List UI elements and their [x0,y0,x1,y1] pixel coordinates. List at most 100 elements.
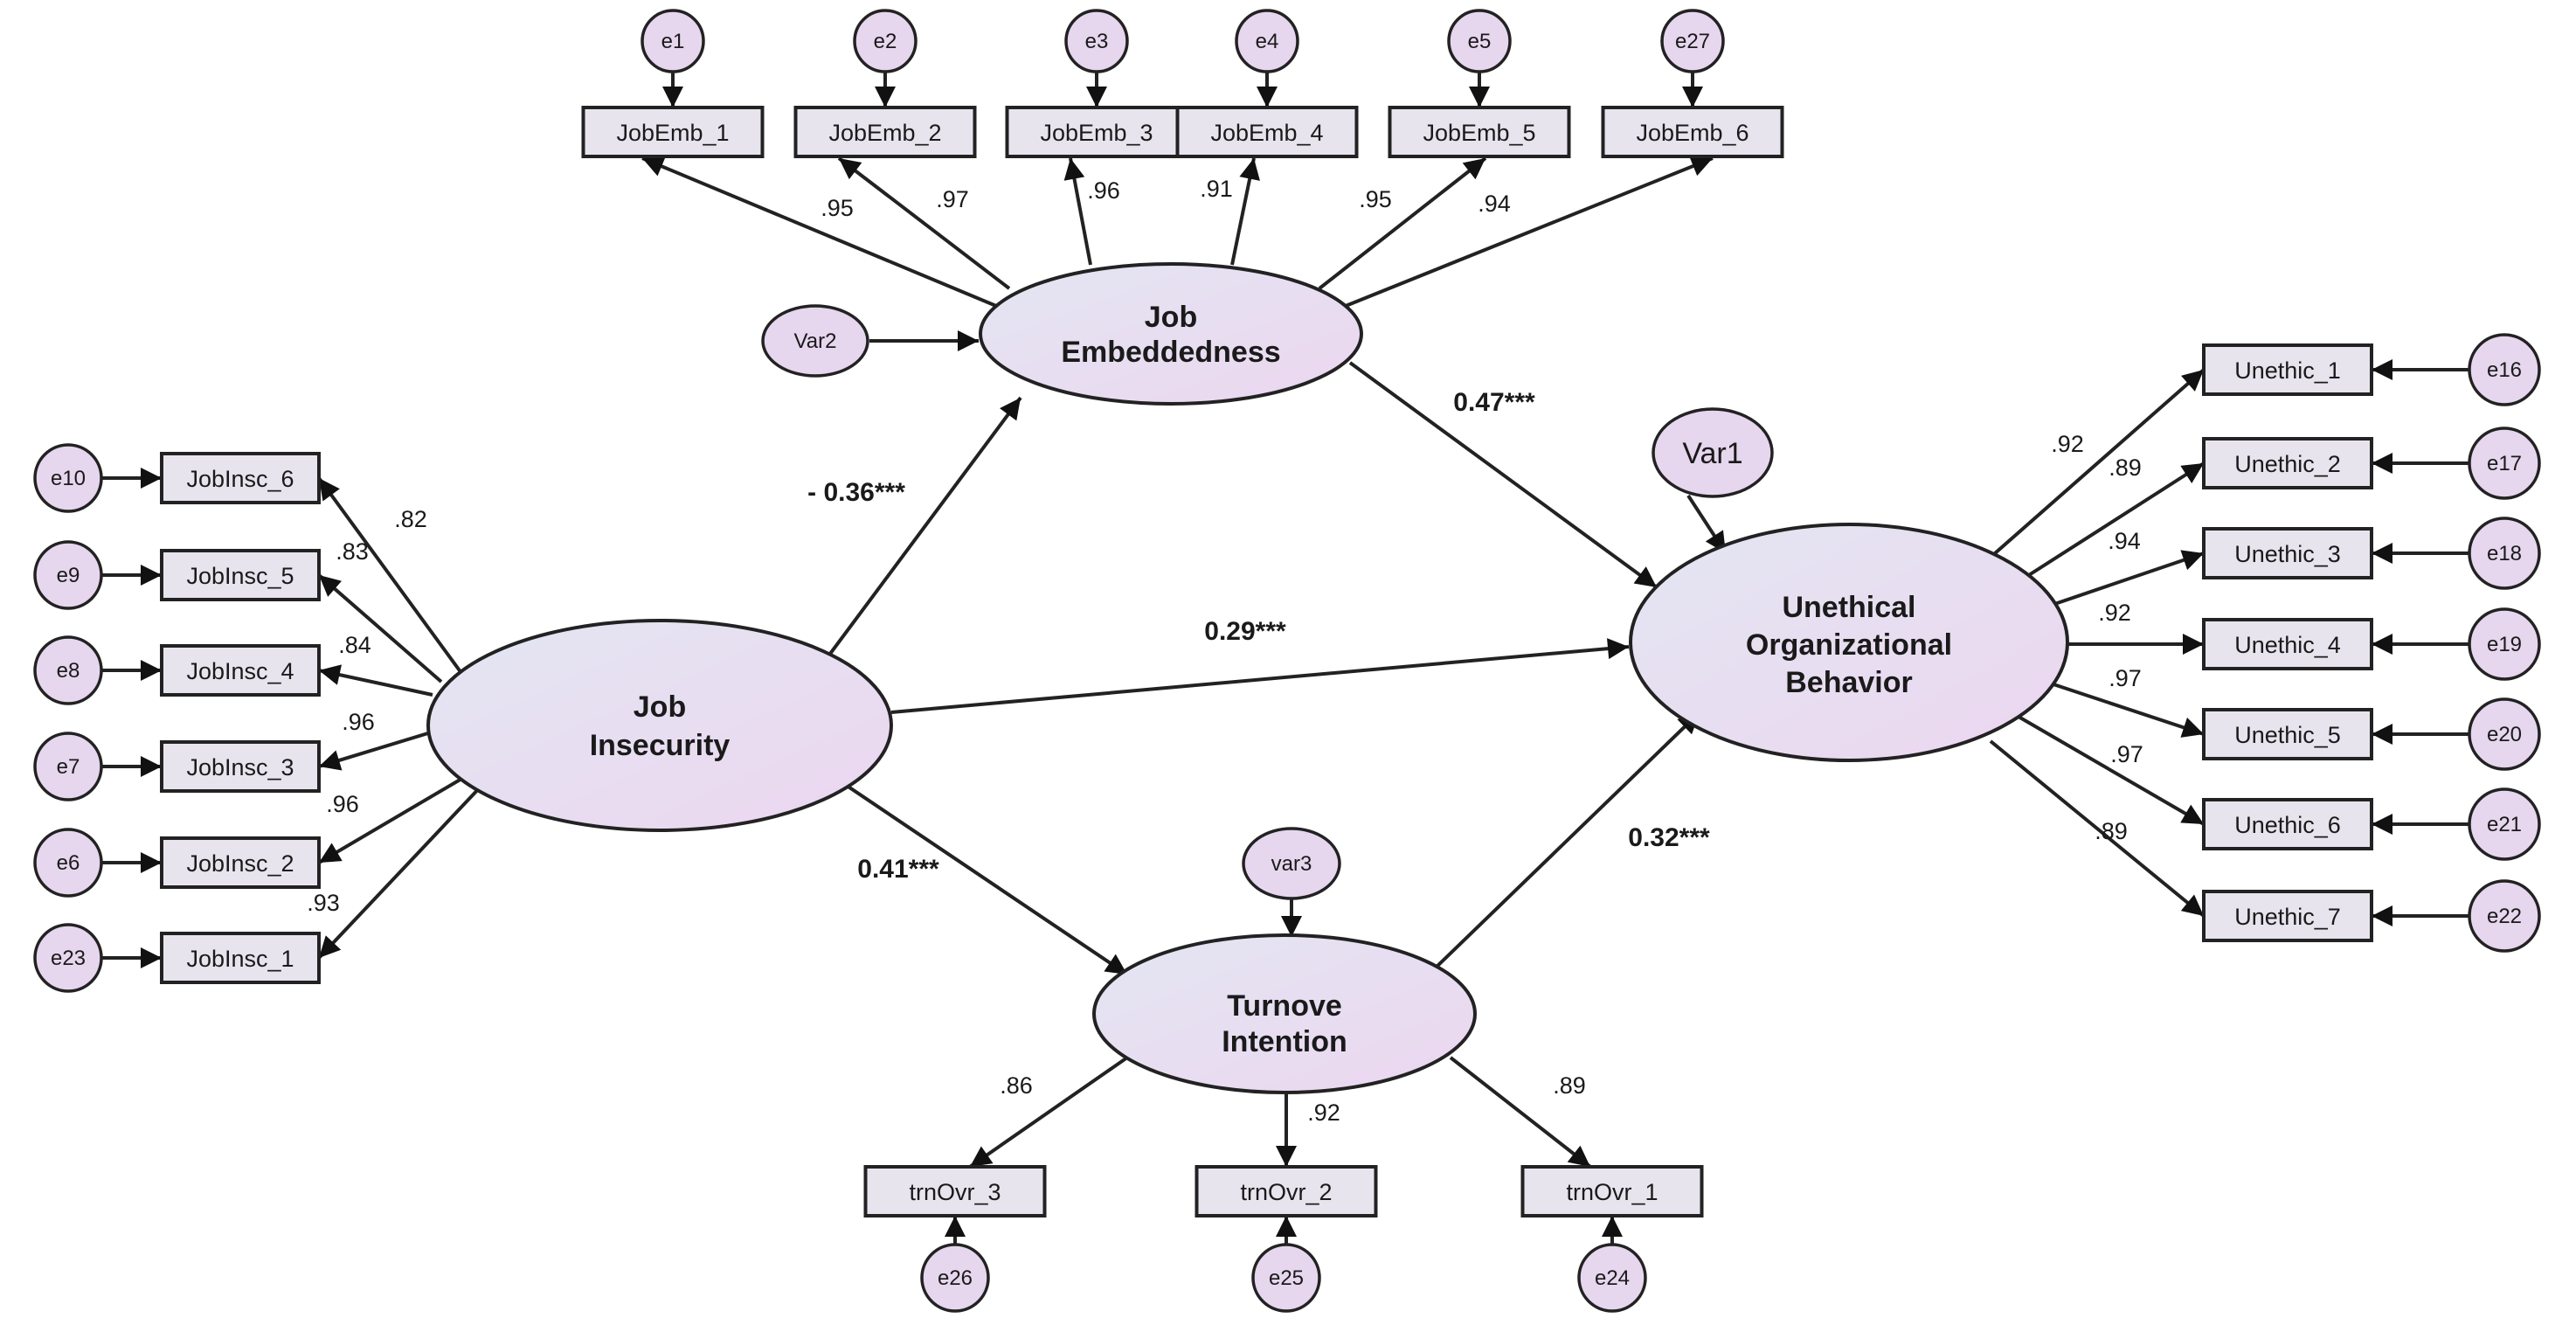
loading-arrow-unethic-1 [1978,368,2206,568]
error-label-e26: e26 [938,1266,973,1290]
loading-label-jobinsc-5: .83 [336,538,369,565]
observed-label-unethic-3: Unethic_3 [2234,541,2341,567]
error-label-e1: e1 [661,30,685,53]
disturbance-label-var2: Var2 [794,330,837,353]
loading-label-jobinsc-6: .82 [394,506,427,532]
error-label-e8: e8 [57,659,80,683]
observed-label-unethic-5: Unethic_5 [2234,722,2341,748]
loading-arrow-jobinsc-1 [317,783,484,960]
loading-arrow-jobemb-4 [1230,157,1260,266]
loading-label-unethic-7: .89 [2095,818,2128,844]
loading-label-jobinsc-2: .96 [326,791,359,817]
observed-box-unethic-7 [2202,890,2373,942]
observed-box-trnovr-3 [863,1165,1047,1217]
error-label-e16: e16 [2487,358,2522,382]
observed-label-jobemb-2: JobEmb_2 [828,120,941,146]
observed-label-jobemb-5: JobEmb_5 [1423,120,1535,146]
error-label-e4: e4 [1256,30,1279,53]
loading-label-jobinsc-4: .84 [338,632,371,658]
observed-label-trnovr-3: trnOvr_3 [909,1179,1001,1205]
observed-label-unethic-4: Unethic_4 [2234,632,2341,658]
path-arrow-ti-uob [1431,711,1701,972]
loading-label-unethic-1: .92 [2051,431,2084,457]
path-arrow-ji-uob [890,638,1630,714]
error-circle-e23 [33,923,103,993]
observed-label-jobinsc-2: JobInsc_2 [186,850,294,877]
loading-arrow-unethic-2 [2008,461,2206,589]
path-coefficient-ti-uob: 0.32*** [1628,823,1710,852]
loading-arrow-jobinsc-5 [317,573,443,683]
error-label-e23: e23 [51,947,86,970]
loading-label-jobemb-4: .91 [1200,176,1233,202]
loading-arrow-trnovr-1 [1449,1056,1592,1169]
loading-arrow-jobemb-2 [837,156,1011,290]
observed-box-trnovr-2 [1195,1165,1378,1217]
observed-box-jobemb-5 [1388,106,1571,158]
loading-arrow-unethic-7 [1989,739,2206,918]
disturbance-label-var1: Var1 [1682,437,1742,470]
disturbance-label-var3: var3 [1271,852,1312,876]
loading-label-jobemb-5: .95 [1359,186,1392,212]
observed-label-jobinsc-3: JobInsc_3 [186,754,294,780]
latent-label-ti-2: Intention [1222,1025,1347,1058]
error-label-e5: e5 [1468,30,1492,53]
observed-box-unethic-6 [2202,798,2373,850]
latent-label-je-2: Embeddedness [1061,336,1280,369]
error-label-e6: e6 [57,851,80,875]
latent-label-uob-3: Behavior [1785,666,1913,699]
error-circle-e8 [33,635,103,705]
loading-arrow-jobinsc-2 [317,776,465,864]
loading-label-unethic-5: .97 [2109,665,2142,691]
error-label-e7: e7 [57,755,80,779]
error-circle-e20 [2468,697,2541,771]
loading-arrow-unethic-3 [2031,550,2205,614]
observed-label-jobinsc-4: JobInsc_4 [186,658,294,684]
loading-arrow-trnovr-3 [968,1056,1129,1169]
observed-box-jobinsc-6 [160,452,321,504]
observed-box-unethic-4 [2202,618,2373,670]
error-label-e22: e22 [2487,905,2522,928]
disturbance-circle-var1 [1652,407,1774,498]
error-label-e3: e3 [1085,30,1109,53]
error-circle-e25 [1251,1243,1321,1313]
observed-label-jobemb-3: JobEmb_3 [1040,120,1153,146]
observed-label-unethic-1: Unethic_1 [2234,357,2341,384]
nodes-layer: JobEmb_1e1JobEmb_2e2JobEmb_3e3JobEmb_4e4… [33,9,2541,1313]
latent-ji [426,619,893,832]
error-label-e2: e2 [874,30,897,53]
error-circle-e27 [1660,9,1725,73]
error-circle-e9 [33,540,103,610]
observed-box-unethic-2 [2202,437,2373,489]
loading-label-jobinsc-1: .93 [307,890,340,916]
error-label-e27: e27 [1675,30,1710,53]
error-circle-e24 [1577,1243,1647,1313]
observed-label-jobemb-6: JobEmb_6 [1636,120,1748,146]
error-circle-e10 [33,443,103,513]
path-arrow-je-uob [1348,361,1658,589]
observed-label-trnovr-2: trnOvr_2 [1240,1179,1332,1205]
observed-box-jobinsc-2 [160,836,321,889]
loading-arrow-jobemb-3 [1063,157,1092,266]
observed-box-jobemb-6 [1601,106,1784,158]
path-coefficient-ji-uob: 0.29*** [1204,617,1286,646]
error-label-e25: e25 [1269,1266,1304,1290]
loading-arrow-jobemb-5 [1318,156,1487,290]
observed-box-unethic-3 [2202,527,2373,579]
latent-label-je-1: Job [1145,301,1197,334]
error-label-e19: e19 [2487,633,2522,656]
observed-box-jobinsc-1 [160,932,321,984]
loading-arrow-jobemb-1 [641,156,997,308]
disturbance-circle-var2 [761,304,869,378]
loading-arrow-unethic-5 [2039,678,2205,738]
error-circle-e21 [2468,787,2541,861]
loading-arrow-jobemb-6 [1345,156,1714,308]
latent-label-ji-1: Job [634,690,686,724]
path-coefficient-je-uob: 0.47*** [1453,388,1535,417]
disturbance-arrow-var1 [1686,494,1728,555]
error-circle-e3 [1064,9,1129,73]
observed-box-jobemb-3 [1005,106,1188,158]
loading-label-unethic-3: .94 [2108,528,2141,554]
path-coefficient-ji-ti: 0.41*** [857,855,939,884]
loading-label-jobemb-1: .95 [821,195,854,221]
observed-box-jobinsc-5 [160,549,321,601]
